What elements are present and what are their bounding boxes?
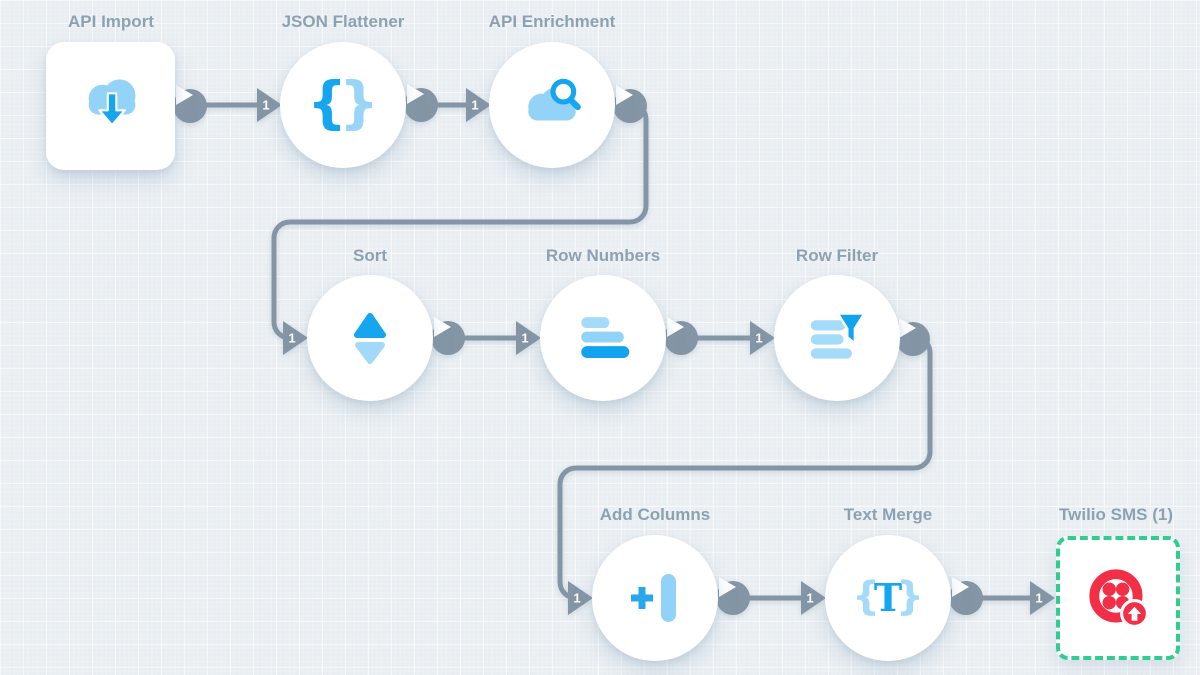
node-twilio-sms[interactable]	[1056, 536, 1180, 660]
output-port[interactable]	[404, 84, 438, 122]
left-brace-glyph: {	[311, 73, 347, 136]
node-label-row-filter: Row Filter	[795, 246, 879, 265]
node-row-filter[interactable]	[774, 275, 900, 401]
right-brace-glyph: }	[339, 73, 375, 136]
edge-arrowhead: 1	[283, 321, 308, 355]
cloud-search-icon	[528, 78, 581, 121]
node-json-flattener[interactable]: { }	[280, 42, 406, 168]
output-port[interactable]	[664, 317, 698, 355]
node-label-row-numbers: Row Numbers	[545, 246, 661, 265]
edge-arrowhead: 1	[257, 88, 282, 122]
edge-arrowhead: 1	[568, 581, 593, 615]
node-label-add-columns: Add Columns	[599, 505, 711, 524]
node-label-json-flattener: JSON Flattener	[281, 12, 405, 31]
node-api-enrichment[interactable]	[489, 42, 615, 168]
edge-arrowhead: 1	[1030, 581, 1055, 615]
edge-arrowhead: 1	[750, 321, 775, 355]
braces-text-icon: { T }	[856, 575, 920, 621]
curly-braces-icon: { }	[311, 73, 375, 136]
node-sort[interactable]	[307, 275, 433, 401]
edge-count: 1	[573, 591, 580, 606]
node-row-numbers[interactable]	[540, 275, 666, 401]
right-brace-glyph: }	[896, 575, 920, 620]
stacked-bars-icon	[581, 317, 630, 358]
edge-count: 1	[288, 331, 295, 346]
plus-column-icon	[631, 574, 676, 622]
left-brace-glyph: {	[856, 575, 880, 620]
edge-count: 1	[262, 98, 269, 113]
node-label-twilio-sms: Twilio SMS (1)	[1059, 505, 1173, 524]
node-label-text-merge: Text Merge	[843, 505, 933, 524]
cloud-download-icon	[88, 79, 135, 127]
edge-arrowhead: 1	[466, 88, 491, 122]
filter-bars-icon	[810, 312, 866, 359]
sort-triangles-icon	[354, 313, 386, 364]
output-port[interactable]	[431, 317, 465, 355]
node-api-import[interactable]	[46, 42, 175, 170]
node-label-api-enrichment: API Enrichment	[488, 12, 616, 31]
edge-arrowhead: 1	[516, 321, 541, 355]
output-port[interactable]	[896, 318, 930, 356]
node-add-columns[interactable]	[592, 535, 718, 661]
edge-count: 1	[1035, 591, 1042, 606]
edge-count: 1	[806, 591, 813, 606]
edge-row-filter-add-columns[interactable]	[557, 336, 933, 601]
output-port[interactable]	[173, 85, 207, 123]
output-port[interactable]	[613, 85, 647, 123]
twilio-icon	[1089, 569, 1149, 628]
edge-arrowhead: 1	[801, 581, 826, 615]
letter-t-glyph: T	[874, 575, 902, 620]
output-port[interactable]	[949, 577, 983, 615]
node-text-merge[interactable]: { T }	[825, 535, 951, 661]
output-port[interactable]	[716, 577, 750, 615]
edge-count: 1	[521, 331, 528, 346]
edge-count: 1	[471, 98, 478, 113]
edge-count: 1	[755, 331, 762, 346]
upload-badge-icon	[1120, 599, 1149, 628]
node-label-sort: Sort	[353, 246, 387, 265]
node-label-api-import: API Import	[68, 12, 154, 31]
